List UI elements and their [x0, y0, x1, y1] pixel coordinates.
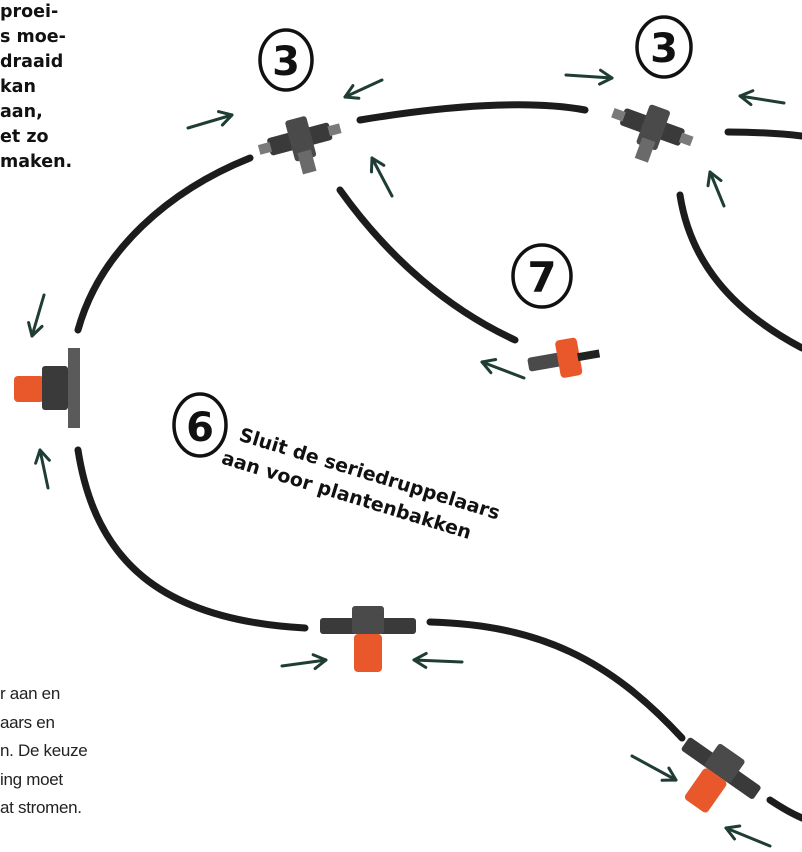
series-dripper-left [14, 348, 80, 428]
annotation: Sluit de seriedruppelaars aan voor plant… [219, 424, 502, 544]
step-number: 3 [650, 26, 678, 72]
tube-segment [676, 191, 802, 352]
tee-connector-left [257, 116, 342, 175]
step-number: 3 [272, 39, 300, 85]
tee-connector-right [611, 104, 694, 163]
flow-arrow [478, 353, 526, 380]
flow-arrow [630, 754, 681, 788]
intro-line: kan [0, 77, 36, 97]
step-marker-3-left: 3 [258, 28, 314, 92]
intro-line: et zo [0, 127, 49, 147]
intro-line: maken. [0, 152, 73, 172]
tube-segment [766, 796, 802, 822]
flow-arrow [721, 820, 772, 848]
flow-arrow [31, 447, 51, 490]
intro-line: s moe- [0, 27, 66, 47]
bottom-line: aars en [0, 712, 55, 732]
flow-arrow [186, 106, 236, 130]
tube-segment [336, 186, 519, 344]
bottom-line: r aan en [0, 684, 60, 703]
tube-segment [724, 128, 802, 140]
intro-line: aan, [0, 102, 43, 122]
bottom-line: n. De keuze [0, 741, 88, 760]
flow-arrow [23, 293, 46, 340]
bottom-line: ing moet [0, 769, 63, 789]
series-dripper-bottom-right [681, 737, 761, 813]
flow-arrow [412, 651, 464, 669]
tube-segment [74, 154, 254, 334]
bottom-text: r aan en aars en n. De keuze ing moet at… [0, 680, 110, 823]
bottom-line: at stromen. [0, 798, 82, 817]
intro-line: proei- [0, 2, 59, 22]
step-marker-7: 7 [511, 243, 573, 309]
flow-arrows [23, 68, 786, 848]
tubing [74, 101, 802, 822]
intro-text: proei- s moe- draaid kan aan, et zo make… [0, 0, 90, 175]
series-dripper-bottom [320, 606, 416, 672]
flow-arrow [564, 68, 614, 87]
step-number: 6 [186, 405, 214, 451]
tube-segment [74, 446, 309, 632]
step-marker-6: 6 [172, 392, 228, 458]
step-number: 7 [527, 253, 556, 302]
end-dripper [527, 337, 601, 378]
step-marker-3-right: 3 [635, 15, 693, 79]
flow-arrow [280, 651, 329, 671]
flow-arrow [340, 78, 384, 105]
intro-line: draaid [0, 52, 64, 72]
flow-arrow [702, 167, 726, 208]
tube-segment [426, 618, 686, 742]
flow-arrow [364, 153, 394, 198]
tube-segment [356, 101, 589, 124]
flow-arrow [737, 87, 786, 107]
